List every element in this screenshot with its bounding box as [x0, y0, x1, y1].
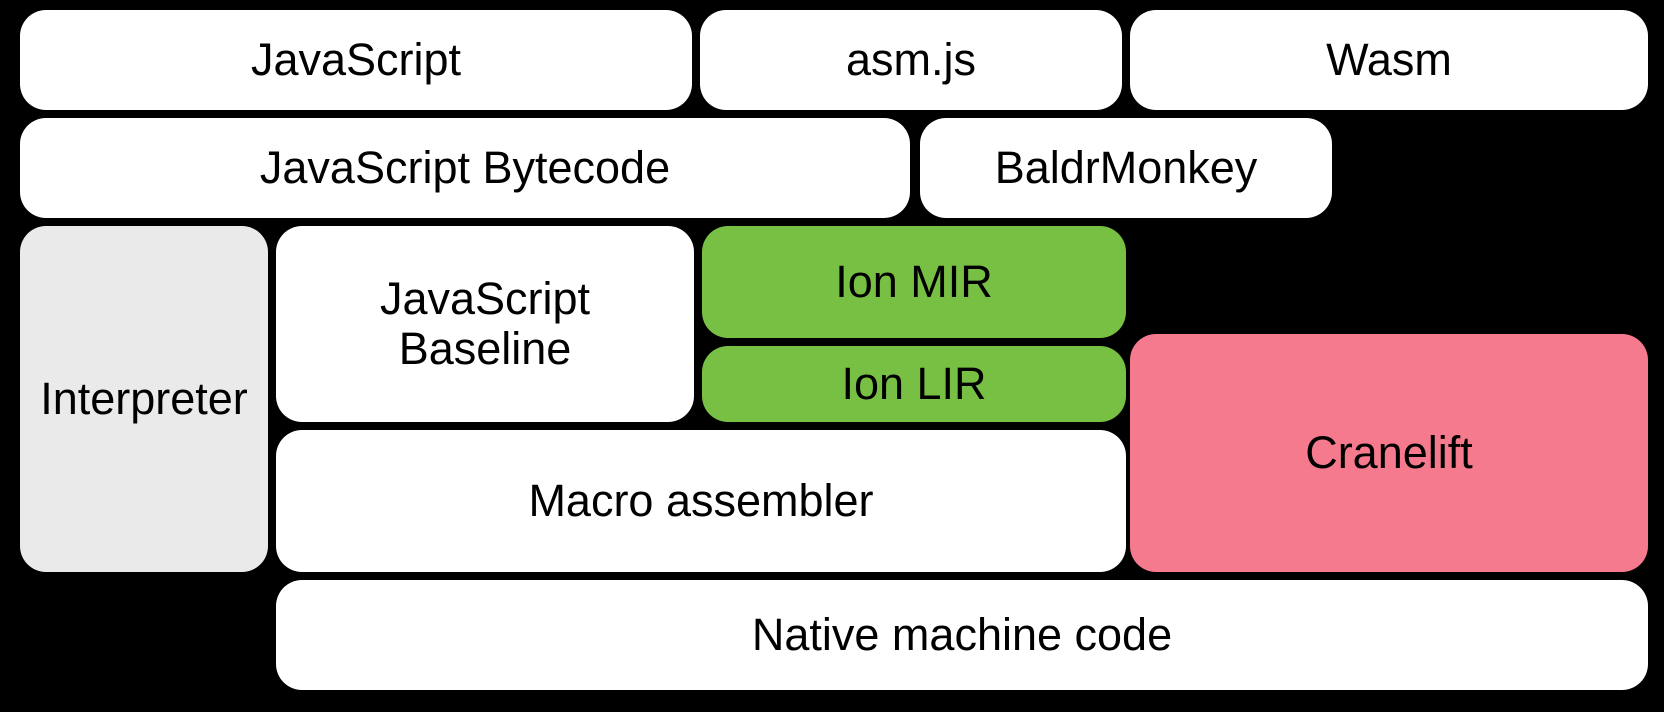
node-asm-js[interactable]: asm.js	[700, 10, 1122, 110]
node-interpreter[interactable]: Interpreter	[20, 226, 268, 572]
node-ion-mir[interactable]: Ion MIR	[702, 226, 1126, 338]
node-baldrmonkey[interactable]: BaldrMonkey	[920, 118, 1332, 218]
node-ion-lir[interactable]: Ion LIR	[702, 346, 1126, 422]
node-wasm[interactable]: Wasm	[1130, 10, 1648, 110]
node-cranelift[interactable]: Cranelift	[1130, 334, 1648, 572]
node-javascript-baseline[interactable]: JavaScript Baseline	[276, 226, 694, 422]
node-native-machine-code[interactable]: Native machine code	[276, 580, 1648, 690]
node-javascript[interactable]: JavaScript	[20, 10, 692, 110]
node-macro-assembler[interactable]: Macro assembler	[276, 430, 1126, 572]
node-javascript-bytecode[interactable]: JavaScript Bytecode	[20, 118, 910, 218]
